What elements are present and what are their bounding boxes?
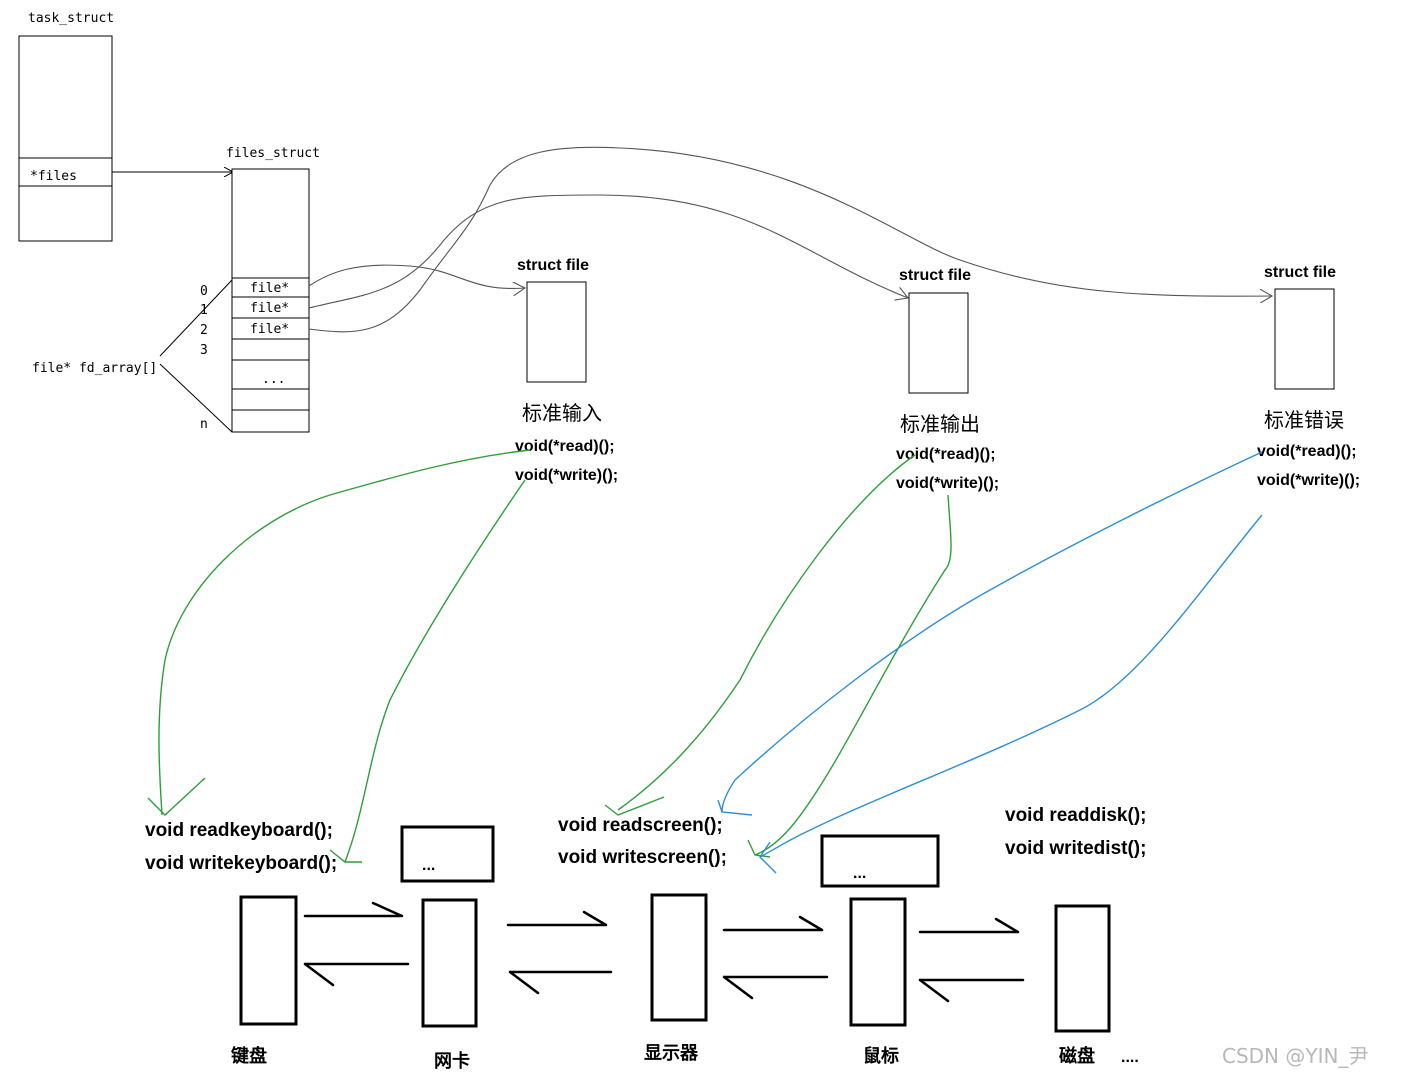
files-struct-title: files_struct xyxy=(226,146,320,161)
fd-index-3: 3 xyxy=(200,343,208,358)
stdin-write-link xyxy=(344,479,526,863)
device-label-mouse: 鼠标 xyxy=(863,1045,899,1067)
fd-index-n: n xyxy=(200,417,208,432)
stdin-read-arrowhead xyxy=(147,777,206,816)
stdout-read-link xyxy=(617,454,916,811)
stderr-label: 标准错误 xyxy=(1264,408,1344,432)
stdout-read-arrowhead xyxy=(604,796,665,816)
driver-readdisk: void readdisk(); xyxy=(1005,805,1146,826)
driver-readscreen: void readscreen(); xyxy=(558,815,723,836)
stdin-label: 标准输入 xyxy=(522,401,602,425)
fd-index-1: 1 xyxy=(200,303,208,318)
driver-writedisk: void writedist(); xyxy=(1005,838,1146,859)
stderr-read-op: void(*read)(); xyxy=(1257,443,1357,460)
stdout-write-arrowhead xyxy=(747,839,771,858)
fd0-link xyxy=(308,264,525,288)
device-arrows xyxy=(303,901,1025,1003)
stdin-read-link xyxy=(158,449,531,816)
device-label-nic: 网卡 xyxy=(434,1050,470,1072)
ellipsis-box-2 xyxy=(820,834,940,888)
stdout-read-op: void(*read)(); xyxy=(896,446,996,463)
struct-file-header: struct file xyxy=(1264,264,1336,281)
stdin-write-op: void(*write)(); xyxy=(515,467,618,484)
driver-writekeyboard: void writekeyboard(); xyxy=(145,853,337,874)
fd-array-label: file* fd_array[] xyxy=(32,361,157,376)
device-nic xyxy=(421,898,478,1028)
files-pointer-field: *files xyxy=(30,169,77,184)
stderr-read-link xyxy=(721,451,1263,813)
fd-slot-0: file* xyxy=(250,281,289,296)
fd-index-2: 2 xyxy=(200,323,208,338)
device-disk xyxy=(1054,904,1111,1033)
stdin-write-arrowhead xyxy=(329,849,362,863)
driver-readkeyboard: void readkeyboard(); xyxy=(145,820,333,841)
ellipsis-box-1-text: ... xyxy=(422,857,435,874)
stdin-read-op: void(*read)(); xyxy=(515,438,615,455)
task-struct-title: task_struct xyxy=(28,11,114,26)
struct-file-stderr: struct file 标准错误 void(*read)(); void(*wr… xyxy=(1257,264,1360,489)
device-label-display: 显示器 xyxy=(644,1043,699,1064)
fd-slot-ellipsis: ... xyxy=(262,372,285,387)
stderr-read-arrowhead xyxy=(717,799,753,816)
struct-file-stdin: struct file 标准输入 void(*read)(); void(*wr… xyxy=(515,257,618,484)
watermark: CSDN @YIN_尹 xyxy=(1222,1044,1368,1068)
stderr-write-arrowhead xyxy=(759,841,777,874)
fd2-link xyxy=(308,146,1272,333)
fd1-link xyxy=(308,194,908,309)
driver-writescreen: void writescreen(); xyxy=(558,847,727,868)
fd-index-0: 0 xyxy=(200,284,208,299)
ellipsis-box-1 xyxy=(400,825,495,883)
fd-slot-1: file* xyxy=(250,301,289,316)
stdout-write-link xyxy=(754,494,952,856)
devices-more: .... xyxy=(1121,1049,1139,1066)
stderr-write-link xyxy=(759,514,1263,858)
device-label-disk: 磁盘 xyxy=(1059,1045,1095,1067)
struct-file-header: struct file xyxy=(899,267,971,284)
stdout-label: 标准输出 xyxy=(900,412,980,436)
files-struct: files_struct file* file* file* ... 0 1 2… xyxy=(32,146,320,433)
stdout-write-op: void(*write)(); xyxy=(896,475,999,492)
ellipsis-box-2-text: ... xyxy=(853,865,866,882)
device-mouse xyxy=(849,897,907,1027)
device-display xyxy=(650,893,708,1022)
struct-file-stdout: struct file 标准输出 void(*read)(); void(*wr… xyxy=(896,267,999,492)
stderr-write-op: void(*write)(); xyxy=(1257,472,1360,489)
device-label-keyboard: 键盘 xyxy=(230,1045,267,1067)
device-keyboard xyxy=(239,895,298,1026)
fd-slot-2: file* xyxy=(250,322,289,337)
struct-file-header: struct file xyxy=(517,257,589,274)
task-struct: task_struct *files xyxy=(18,11,114,242)
